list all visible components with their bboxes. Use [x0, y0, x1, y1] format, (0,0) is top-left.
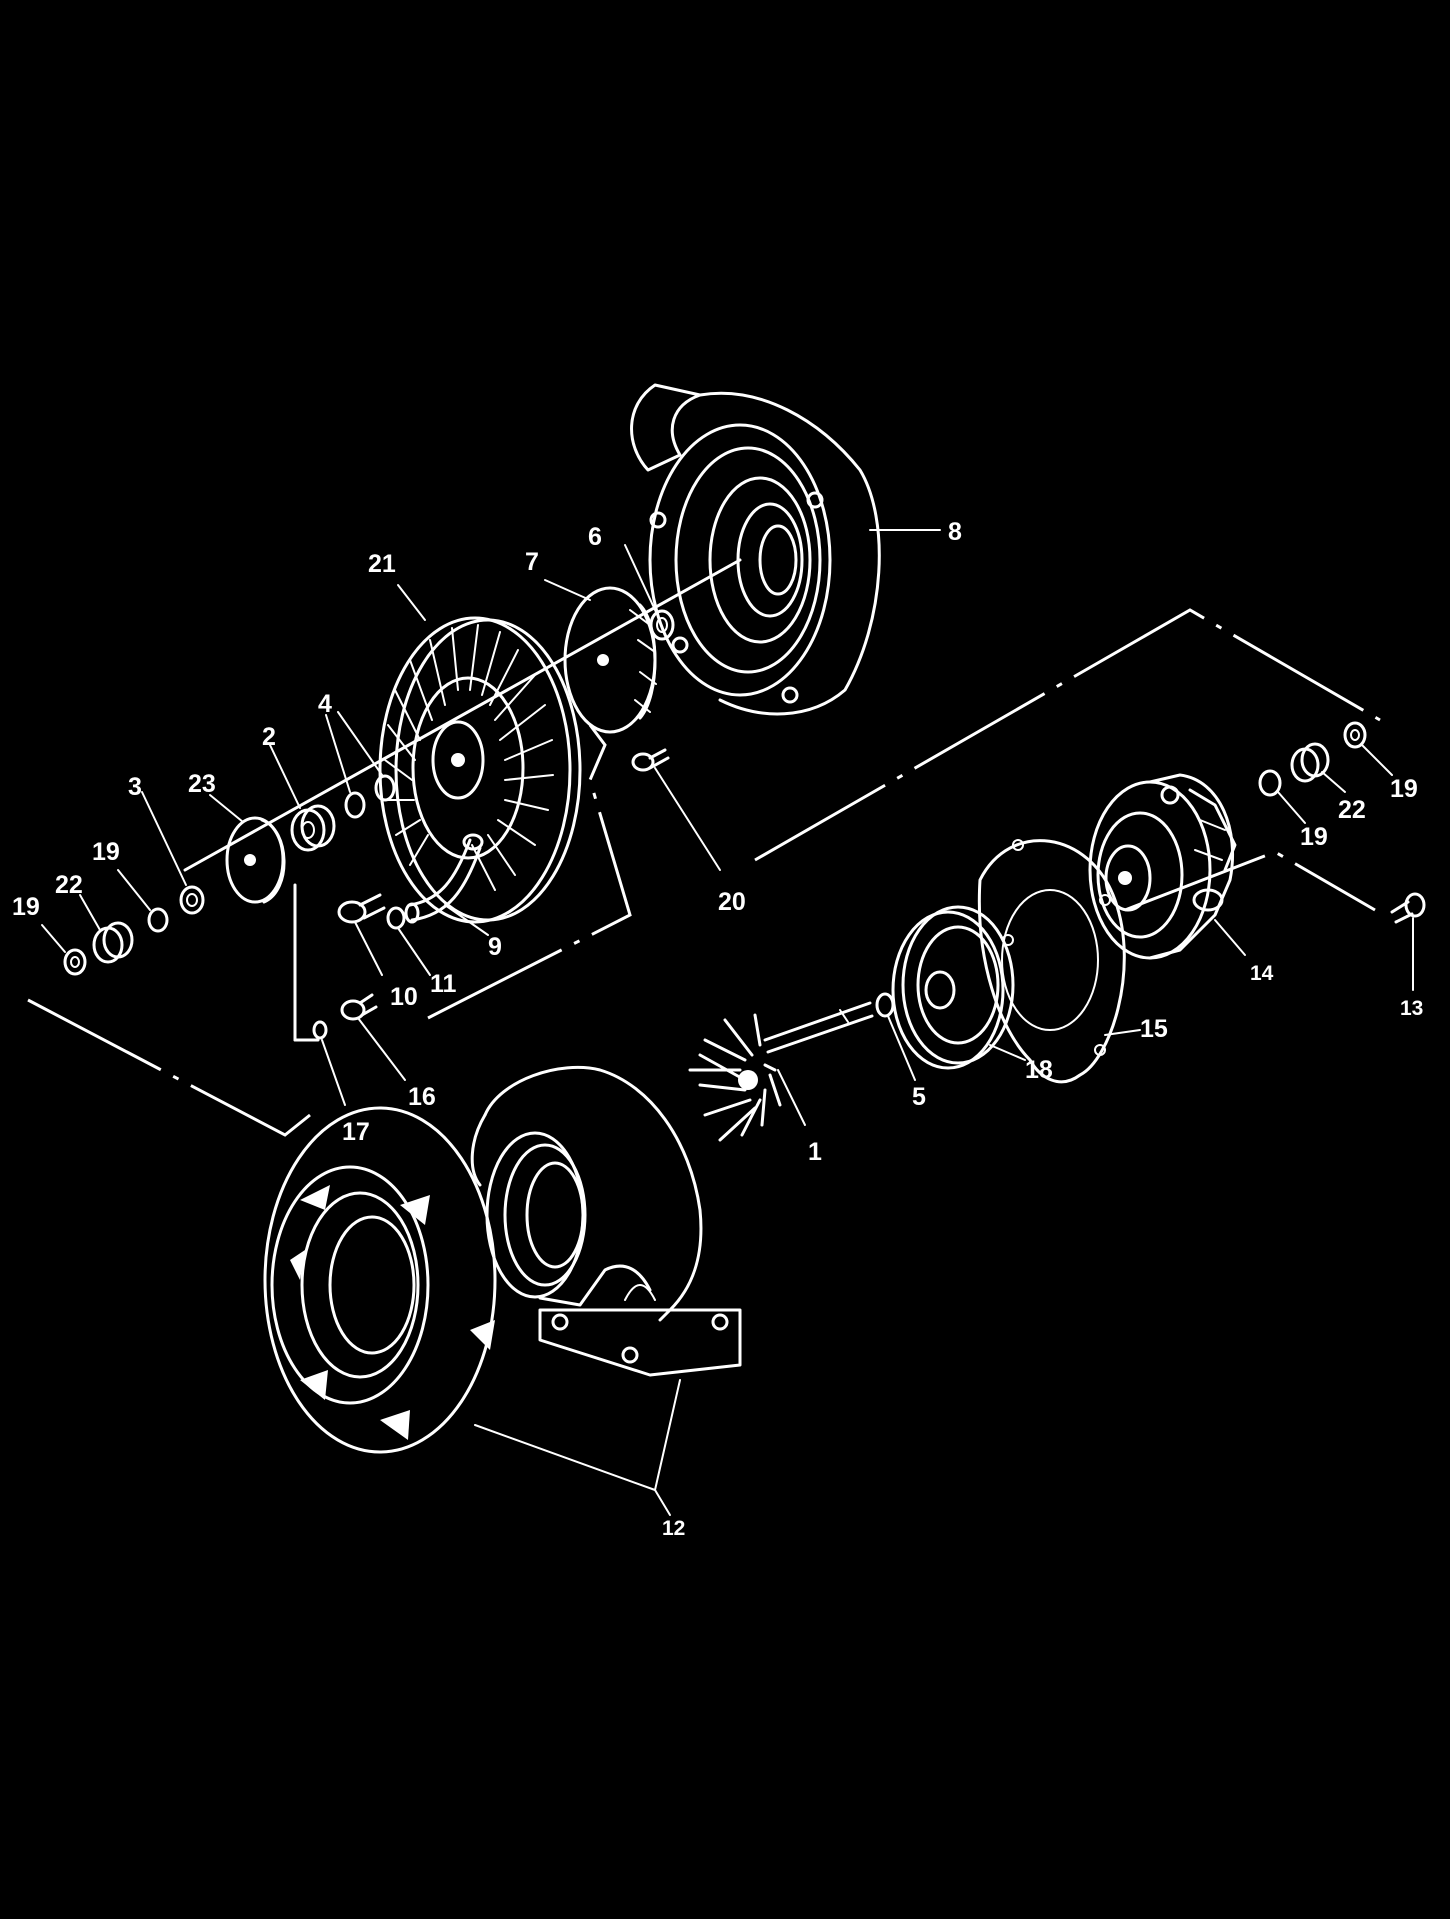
thrust-bearing	[209, 794, 286, 904]
assembly-axis-lines	[27, 608, 1381, 1137]
heat-shield	[891, 905, 1026, 1070]
ring-set	[325, 711, 396, 819]
callout-2: 2	[262, 723, 276, 751]
callout-19-right-top: 19	[1390, 775, 1418, 803]
callout-7: 7	[525, 548, 539, 576]
callout-12: 12	[662, 1517, 685, 1540]
callout-8: 8	[948, 518, 962, 546]
callout-5: 5	[912, 1083, 926, 1111]
right-small-parts	[1258, 721, 1393, 824]
callout-1: 1	[808, 1138, 822, 1166]
bolt-20	[631, 748, 721, 871]
compressor-housing	[630, 383, 941, 716]
callout-22-right: 22	[1338, 796, 1366, 824]
callout-9: 9	[488, 933, 502, 961]
callout-19-left: 19	[12, 893, 40, 921]
callout-3: 3	[128, 773, 142, 801]
callout-16: 16	[408, 1083, 436, 1111]
callout-19-right: 19	[1300, 823, 1328, 851]
callout-4: 4	[318, 690, 332, 718]
callout-14: 14	[1250, 962, 1274, 985]
bearing-housing	[1088, 773, 1246, 960]
callout-20: 20	[718, 888, 746, 916]
turbine-wheel-shaft	[688, 1001, 874, 1142]
gasket	[977, 839, 1141, 1084]
callout-11: 11	[430, 970, 457, 998]
turbine-housing	[470, 1065, 742, 1377]
callout-15: 15	[1140, 1015, 1168, 1043]
bolt-13	[1390, 892, 1426, 991]
seal-ring-5	[875, 992, 916, 1081]
oil-tube	[404, 833, 489, 936]
diffuser-back-plate	[378, 584, 582, 924]
callout-13: 13	[1400, 997, 1423, 1020]
callout-10: 10	[390, 983, 418, 1011]
left-small-parts	[41, 791, 205, 976]
leader-12	[474, 1379, 681, 1491]
shaft-axis	[183, 558, 742, 872]
callout-labels: 1 2 3 4 5 6 7 8 9 10 11 12 13 14 15 16 1…	[12, 518, 1423, 1540]
bolt-16-washer-17	[312, 993, 406, 1106]
callout-22-left: 22	[55, 871, 83, 899]
callout-17: 17	[342, 1118, 370, 1146]
callout-18: 18	[1025, 1056, 1053, 1084]
callout-21: 21	[368, 550, 396, 578]
callout-19-left-top: 19	[92, 838, 120, 866]
turbine-outlet-ring	[263, 1106, 497, 1454]
callout-6: 6	[588, 523, 602, 551]
bolt-washer	[337, 893, 431, 976]
thrust-collar	[269, 744, 336, 852]
callout-23: 23	[188, 770, 216, 798]
